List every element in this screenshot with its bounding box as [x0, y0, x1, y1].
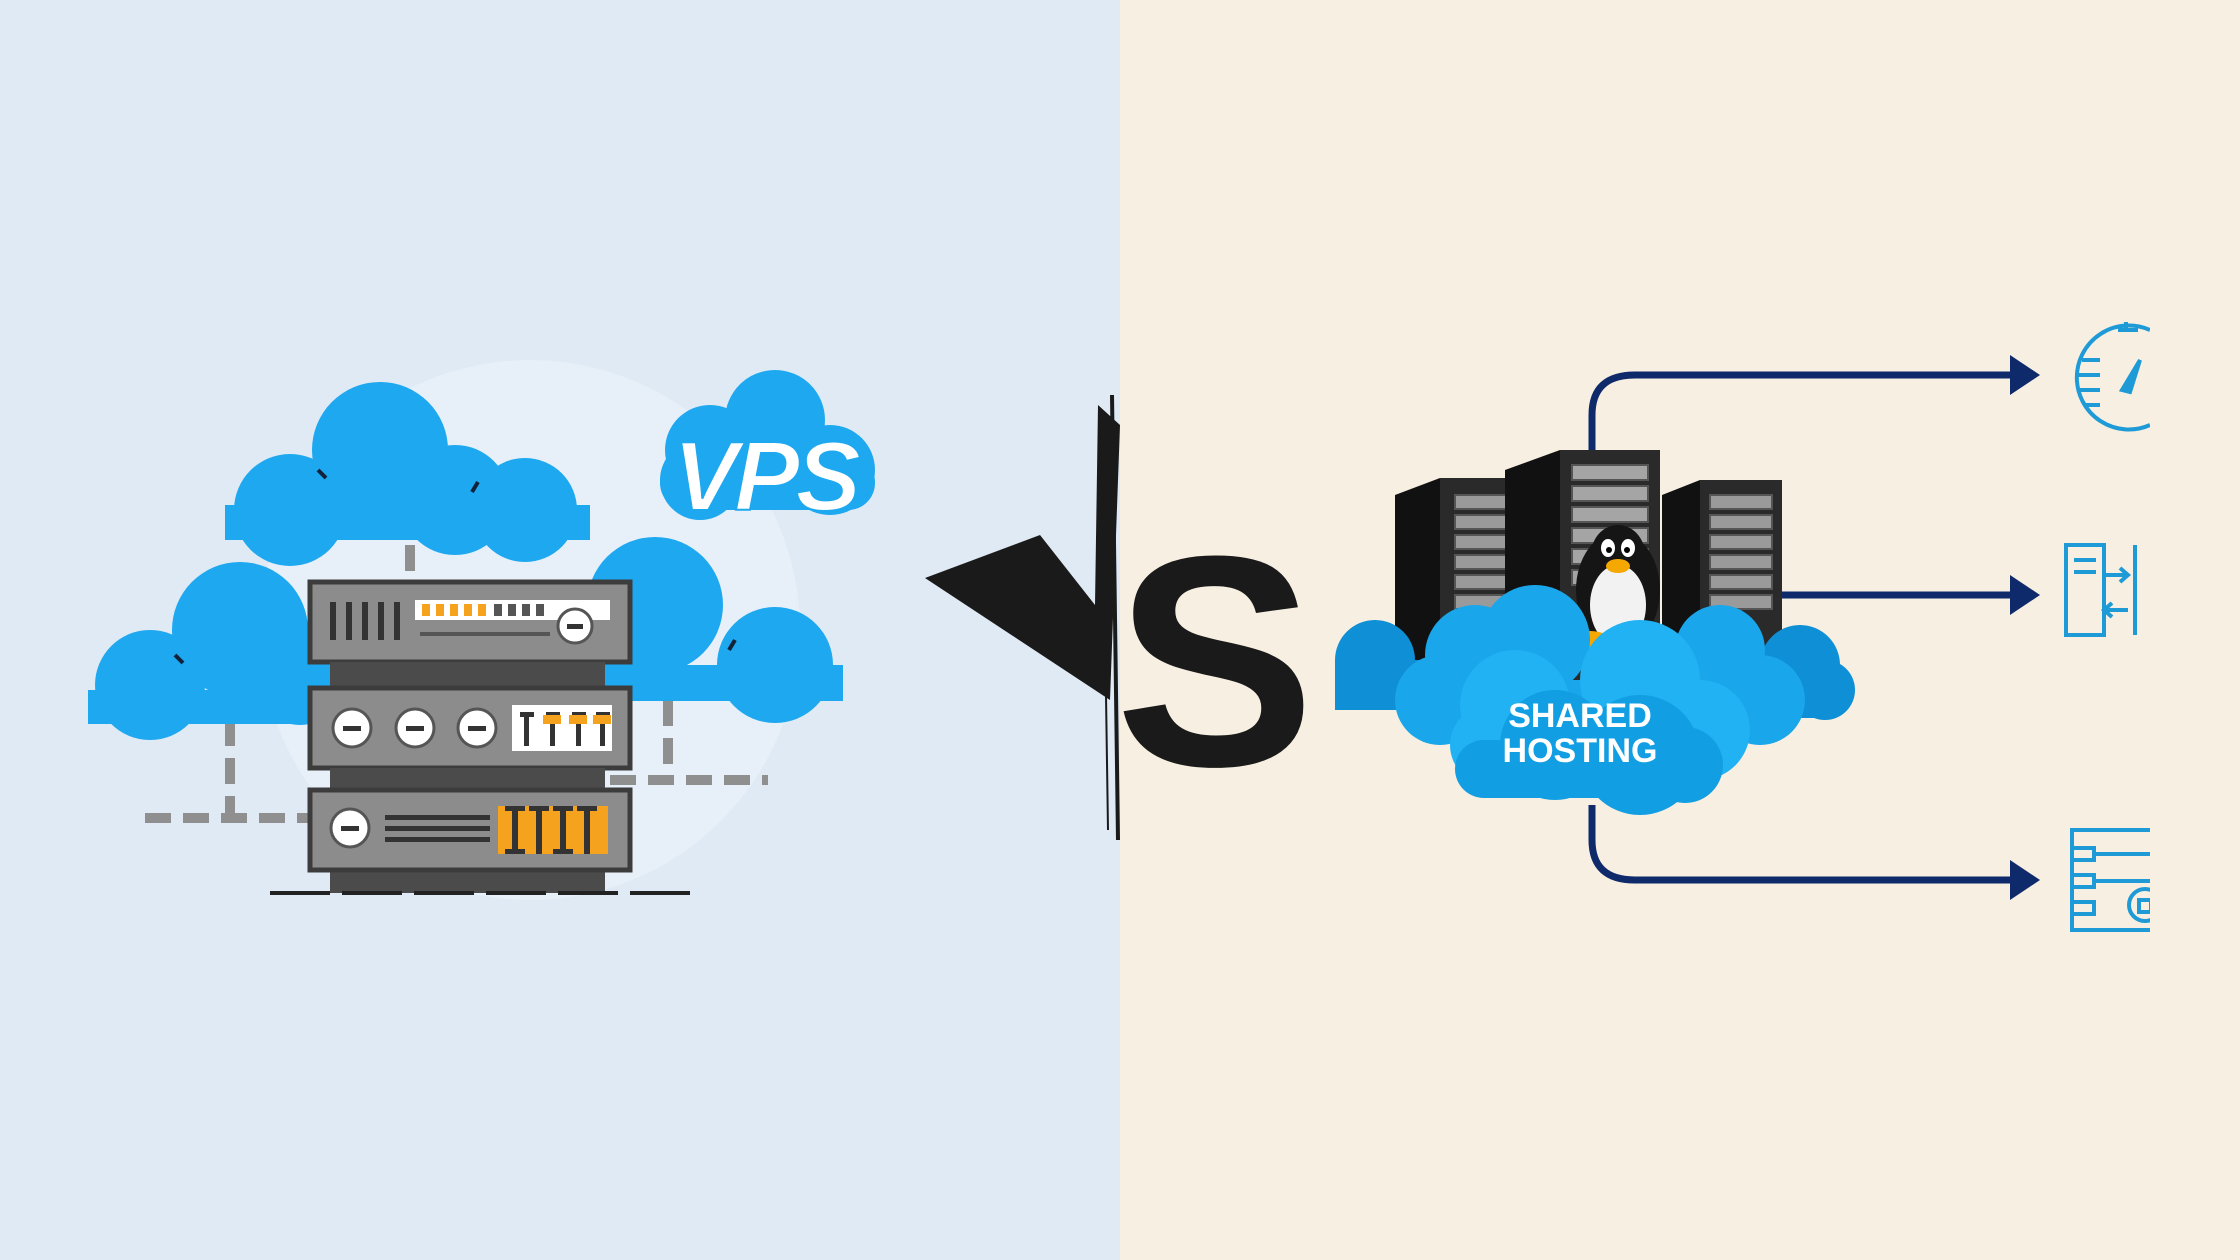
vs-letter-s: S: [1115, 493, 1315, 829]
connector-arrows: [1588, 371, 2025, 884]
vs-divider: S VS: [925, 394, 1315, 841]
cloud-label-line2: HOSTING: [1503, 732, 1658, 770]
server-migration-icon: [2064, 543, 2137, 637]
arrow-head-bottom: [2010, 860, 2040, 900]
server-rack: [270, 579, 690, 895]
arrow-head-middle: [2010, 575, 2040, 615]
cloud-label-line1: SHARED: [1508, 697, 1652, 735]
vs-letter-v: [925, 405, 1120, 700]
cloud-left: [88, 562, 345, 740]
network-lines: [145, 545, 768, 823]
shared-hosting-illustration: SHARED HOSTING: [1335, 300, 2240, 960]
speedometer-icon: [2074, 322, 2151, 432]
drive-indicator-icons: [331, 707, 498, 749]
shared-hosting-cloud: SHARED HOSTING: [1335, 585, 1855, 815]
vps-badge: VPS: [660, 370, 875, 532]
vps-badge-label: VPS: [673, 421, 861, 531]
cloud-top: [225, 382, 590, 566]
arrow-head-top: [2010, 355, 2040, 395]
vps-illustration: VPS: [88, 360, 875, 900]
